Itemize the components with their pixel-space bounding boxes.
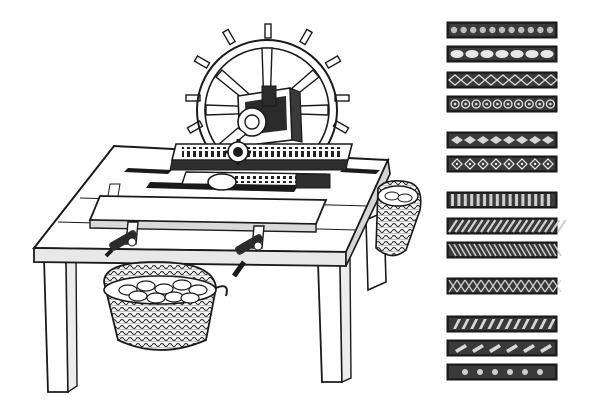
wheel-hub [210, 107, 267, 155]
lower-toothed-rack [181, 171, 331, 191]
edge-sample-sparse-dots [446, 363, 558, 381]
edge-sample-crosshatch-diamond [446, 277, 562, 295]
front-clamp-bar [88, 195, 328, 233]
edge-sample-vertical-stripes [446, 191, 558, 209]
clamp-screw-right [231, 225, 265, 278]
edge-sample-ring-beads [446, 95, 558, 113]
coin-blank [207, 173, 237, 191]
coin-basket-right [375, 180, 422, 257]
edge-sample-diamond-star [446, 155, 558, 173]
edge-sample-diagonal-hatch [446, 217, 567, 235]
wheel-pegs [185, 23, 350, 135]
edge-sample-slanted-bars [446, 315, 558, 333]
edge-sample-diagonal-hatch-fine [446, 241, 562, 259]
coin-pile [118, 279, 208, 304]
edge-sample-dot-row [446, 21, 558, 39]
clamp-screw-left [104, 221, 139, 258]
edge-sample-diamond-lattice [446, 71, 559, 89]
edge-sample-arrow-leaf [446, 131, 558, 149]
edge-pattern-samples [446, 21, 567, 381]
edge-sample-oval-chain [446, 45, 558, 63]
coin-basket-front [103, 261, 228, 351]
upper-toothed-rack [169, 139, 354, 171]
edge-sample-zigzag-blocks [446, 339, 558, 357]
